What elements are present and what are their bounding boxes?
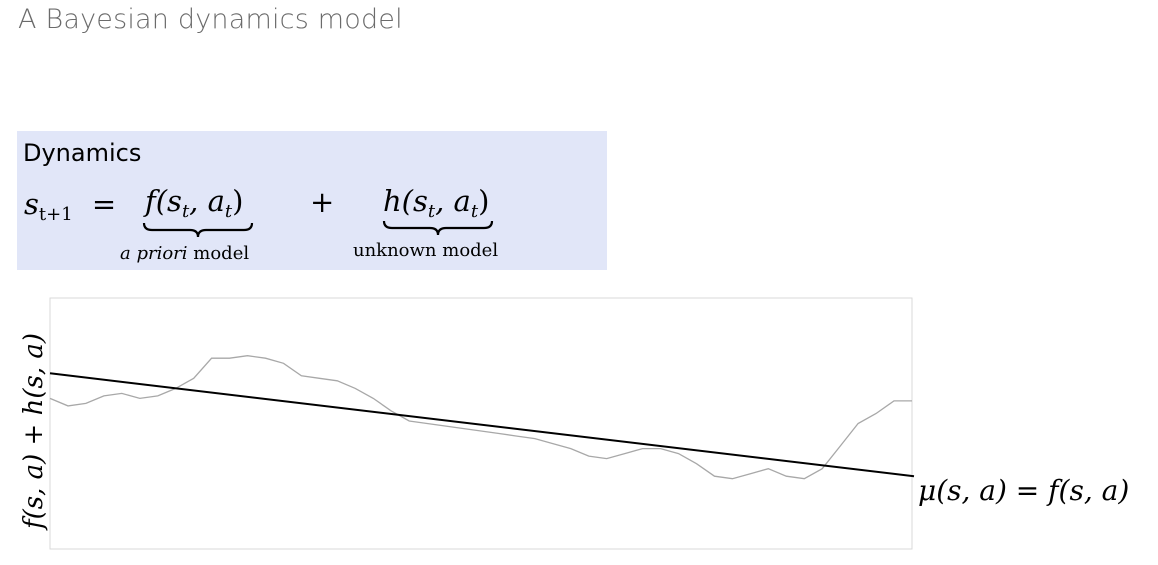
dynamics-definition-box: Dynamics st+1 = f(st, at) + h(st, at) a …	[17, 131, 607, 270]
equation-lhs: st+1 =	[24, 187, 117, 225]
y-axis-label: f(s, a) + h(s, a)	[19, 332, 49, 530]
true-dynamics-curve	[49, 355, 912, 480]
slide-title: A Bayesian dynamics model	[18, 4, 403, 35]
prior-model-term: f(st, at)	[145, 184, 244, 222]
prior-model-label: a priori model	[120, 243, 250, 264]
dynamics-heading: Dynamics	[23, 139, 142, 167]
unknown-underbrace	[382, 220, 494, 236]
equals-sign: =	[91, 187, 117, 221]
prior-mean-line	[49, 372, 915, 478]
plus-sign: +	[310, 185, 335, 219]
mean-function-label: μ(s, a) = f(s, a)	[918, 474, 1130, 507]
unknown-model-label: unknown model	[353, 240, 499, 261]
unknown-model-term: h(st, at)	[383, 184, 490, 222]
plot-frame	[49, 297, 913, 550]
prior-underbrace	[142, 222, 254, 238]
